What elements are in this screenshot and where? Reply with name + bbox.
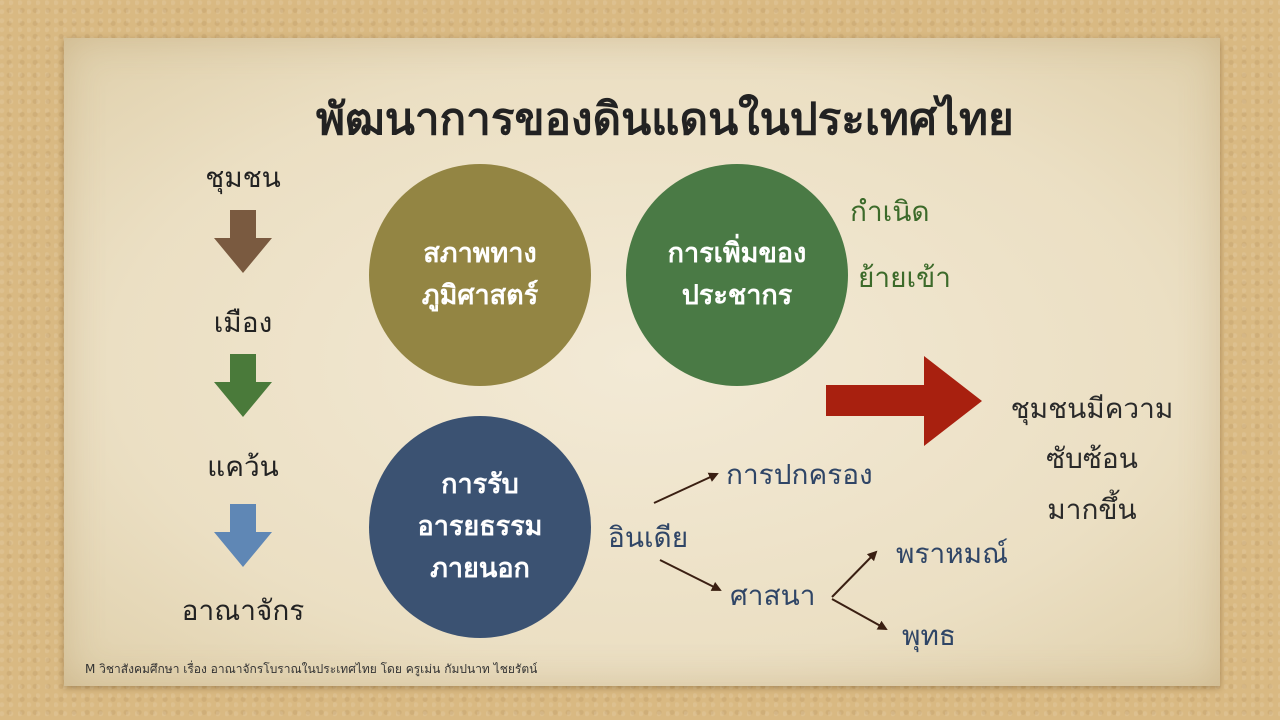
arrow-to-religion xyxy=(659,559,722,591)
religion-brahmin: พราหมณ์ xyxy=(896,537,1009,570)
geography-circle: สภาพทาง ภูมิศาสตร์ xyxy=(369,164,591,386)
factor-birth: กำเนิด xyxy=(850,195,930,228)
arrow-to-buddhism xyxy=(831,598,888,630)
geography-line-1: สภาพทาง xyxy=(423,238,537,270)
stage-kingdom: อาณาจักร xyxy=(181,594,305,627)
result-line-1: ชุมชนมีความ xyxy=(1010,392,1174,425)
culture-line-2: อารยธรรม xyxy=(417,511,543,543)
religion-buddhism: พุทธ xyxy=(902,619,957,652)
page-title: พัฒนาการของดินแดนในประเทศไทย xyxy=(316,94,1014,145)
governance-label: การปกครอง xyxy=(726,458,873,491)
culture-line-3: ภายนอก xyxy=(430,552,530,584)
culture-line-1: การรับ xyxy=(441,469,519,501)
down-arrow-icon-2 xyxy=(214,354,272,417)
arrow-to-brahmin xyxy=(831,550,878,598)
down-arrow-icon-1 xyxy=(214,210,272,273)
result-line-2: ซับซ้อน xyxy=(1046,442,1138,476)
culture-circle: การรับ อารยธรรม ภายนอก xyxy=(369,416,591,638)
footer-credit: M วิชาสังคมศึกษา เรื่อง อาณาจักรโบราณในป… xyxy=(85,662,538,676)
factor-immigration: ย้ายเข้า xyxy=(858,261,951,294)
paper-background xyxy=(64,38,1220,686)
population-circle: การเพิ่มของ ประชากร xyxy=(626,164,848,386)
stage-community: ชุมชน xyxy=(205,161,281,194)
down-arrow-icon-3 xyxy=(214,504,272,567)
population-line-2: ประชากร xyxy=(681,280,793,311)
india-label: อินเดีย xyxy=(608,521,689,554)
stage-city: เมือง xyxy=(213,306,273,339)
result-text: ชุมชนมีความ ซับซ้อน มากขึ้น xyxy=(992,384,1192,535)
population-line-1: การเพิ่มของ xyxy=(667,238,807,270)
religion-label: ศาสนา xyxy=(730,579,816,612)
result-line-3: มากขึ้น xyxy=(1047,492,1137,526)
result-arrow-icon xyxy=(826,356,982,446)
stage-region: แคว้น xyxy=(207,450,279,483)
geography-line-2: ภูมิศาสตร์ xyxy=(421,280,539,311)
arrow-to-governance xyxy=(653,472,719,504)
